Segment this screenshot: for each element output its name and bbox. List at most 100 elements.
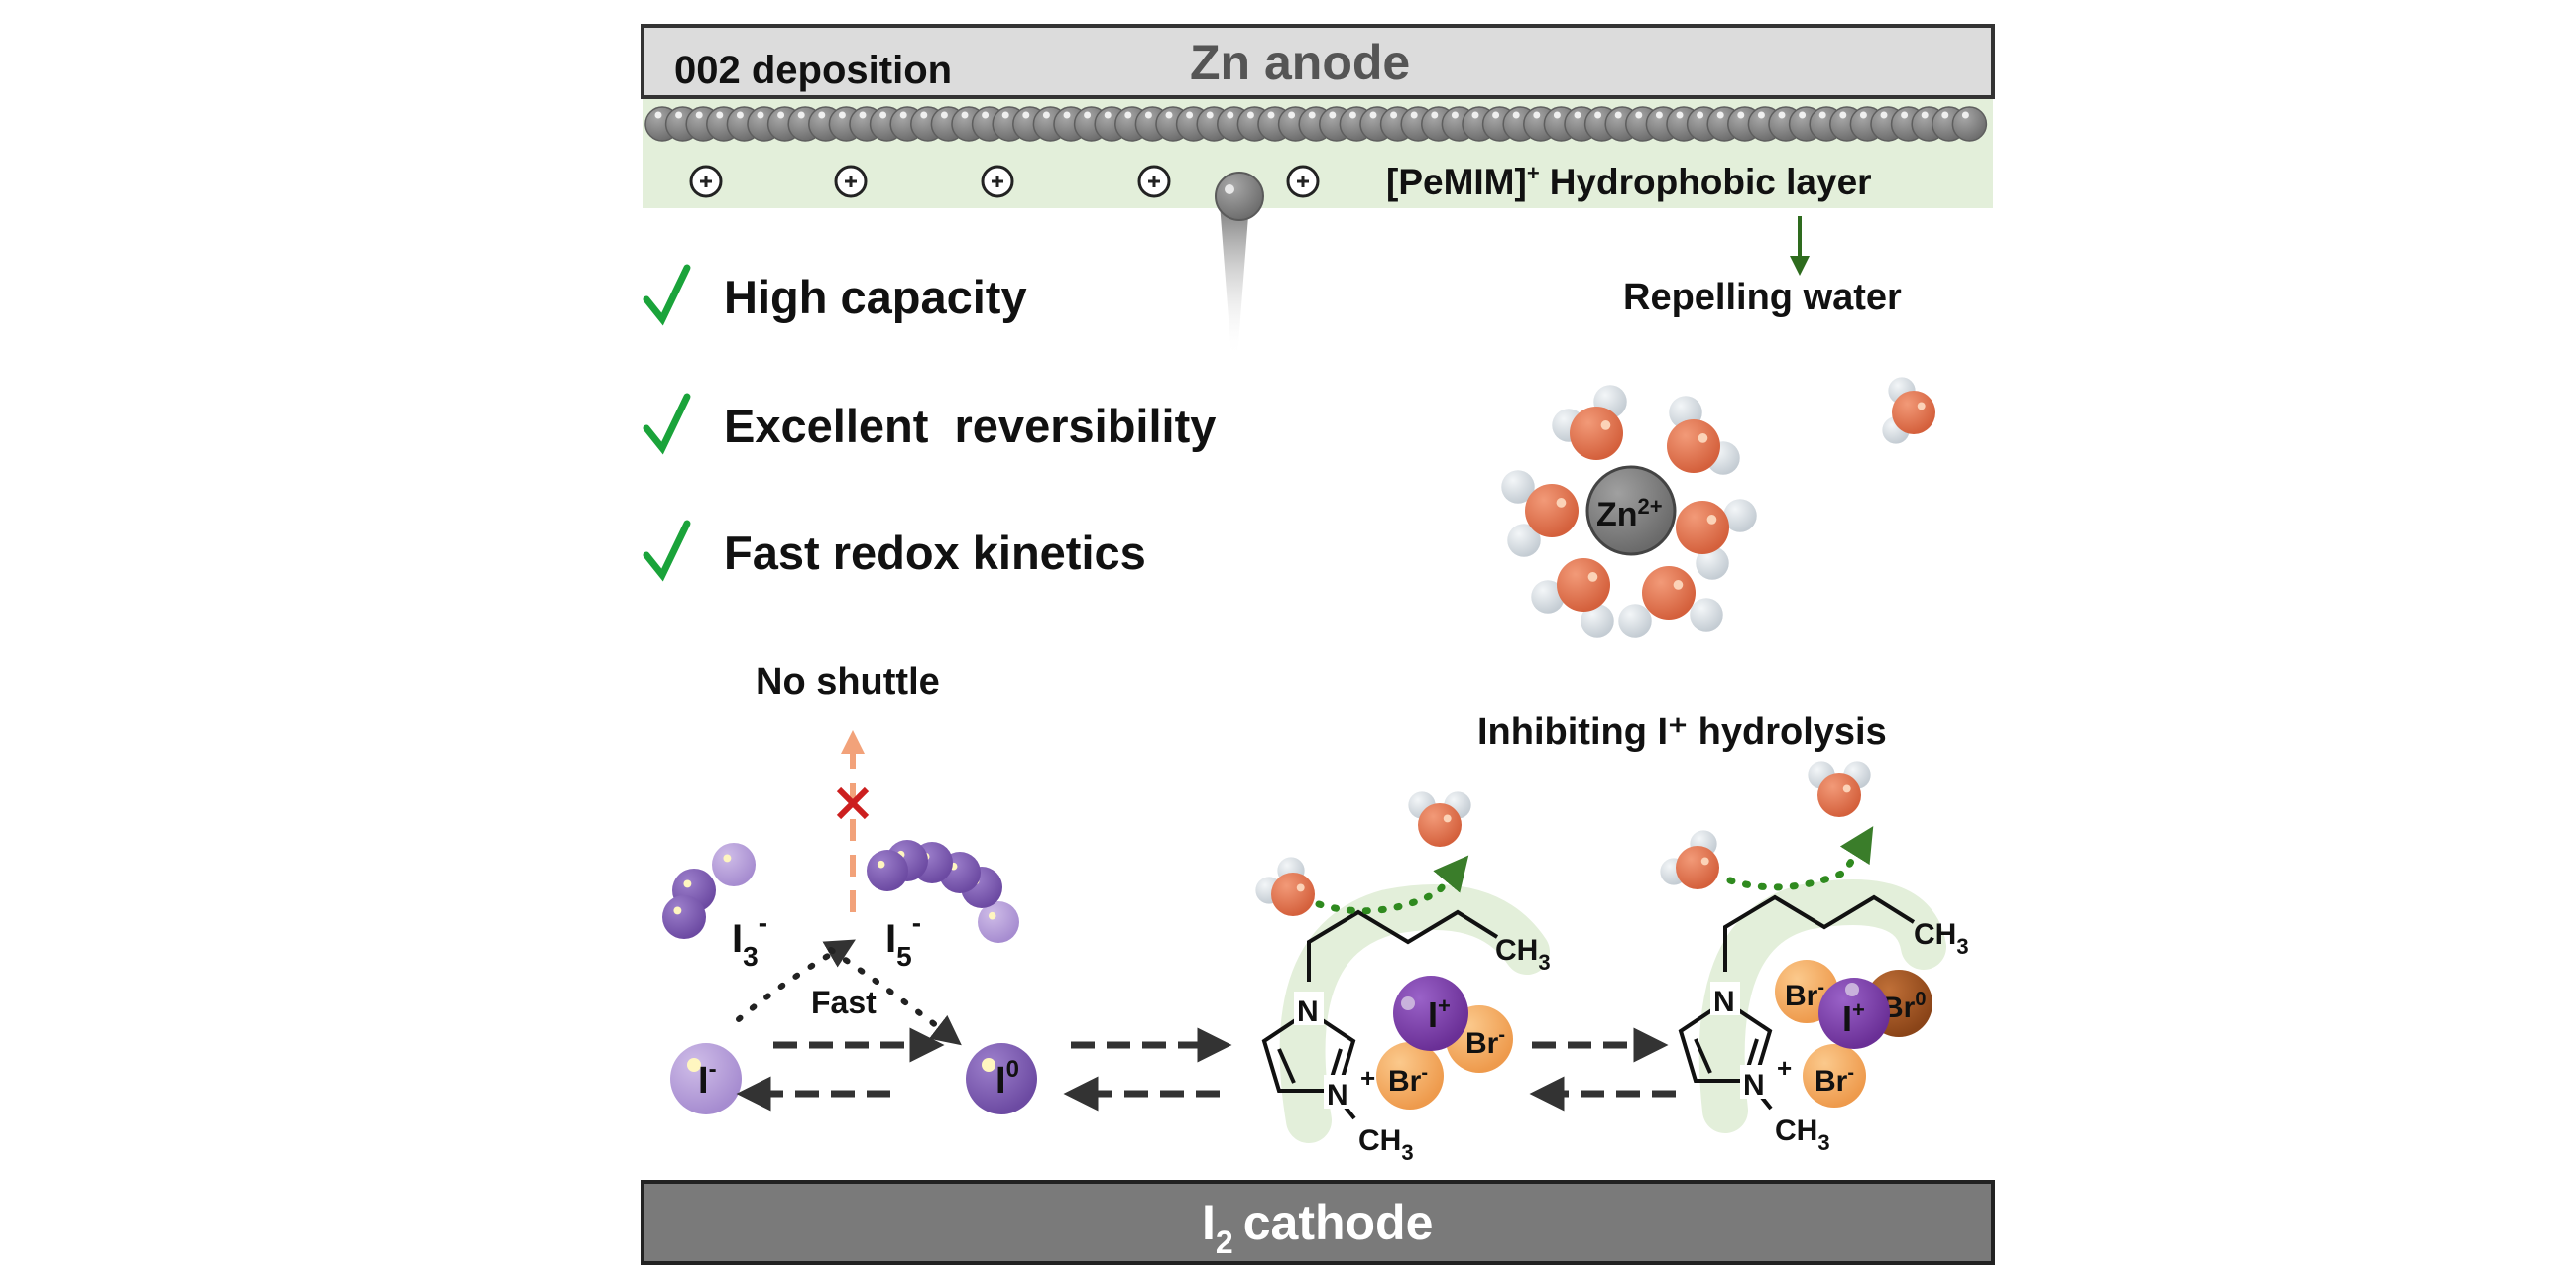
zn-atom-highlight <box>1390 111 1398 119</box>
svg-text:N: N <box>1297 995 1319 1028</box>
benefit-item: High capacity <box>643 264 1027 326</box>
zn-atom-highlight <box>797 111 805 119</box>
zn-atom-highlight <box>736 111 744 119</box>
zn-atom-highlight <box>1267 111 1275 119</box>
water-repel-arrow <box>1726 826 1874 891</box>
bromide-atom: Br- <box>1376 1042 1444 1110</box>
hydrogen-atom <box>1501 470 1535 504</box>
zn-atom <box>1951 106 1988 142</box>
zn-atom-highlight <box>1716 111 1724 119</box>
shuttle-arrow <box>836 730 870 912</box>
plus-charge-icon <box>689 165 723 198</box>
fast-label: Fast <box>811 985 877 1020</box>
oxygen-highlight <box>1296 883 1305 892</box>
svg-text:CH3: CH3 <box>1358 1124 1414 1165</box>
iodine-atom: I0 <box>966 1043 1037 1114</box>
svg-text:N: N <box>1327 1079 1348 1112</box>
hydrolysis-label: Inhibiting I⁺ hydrolysis <box>1477 711 1887 753</box>
oxygen-atom <box>1642 566 1696 620</box>
oxygen-atom <box>1892 391 1935 434</box>
water-molecule <box>1667 396 1740 475</box>
oxygen-highlight <box>1700 857 1709 866</box>
zn-atom-highlight <box>1697 111 1704 119</box>
svg-text:Br-: Br- <box>1785 977 1824 1012</box>
zn-atom-highlight <box>1778 111 1786 119</box>
oxygen-atom <box>1676 501 1729 554</box>
water-molecule <box>1552 385 1627 460</box>
zn-atom-highlight <box>961 111 969 119</box>
zn-atom-highlight <box>654 111 662 119</box>
zn-atom-highlight <box>1451 111 1459 119</box>
zn-atom-highlight <box>1042 111 1050 119</box>
zn-solvation-shell <box>1501 385 1757 638</box>
zn-atom-highlight <box>1308 111 1316 119</box>
water-molecule <box>1676 499 1757 580</box>
zn-atom-highlight <box>1818 111 1826 119</box>
hydrogen-atom <box>1690 598 1723 632</box>
zn-atom-highlight <box>1084 111 1092 119</box>
water-molecule <box>1408 791 1471 847</box>
hydrogen-atom <box>1723 499 1757 532</box>
water-molecule <box>1660 830 1719 889</box>
oxygen-highlight <box>1842 784 1851 793</box>
zn-atom-highlight <box>716 111 724 119</box>
water-repel-arrow <box>1315 855 1469 915</box>
oxygen-atom <box>1817 773 1861 817</box>
oxygen-highlight <box>1698 433 1708 443</box>
benefit-text: High capacity <box>724 271 1027 323</box>
iodine-atom <box>978 901 1019 943</box>
zn-atom-highlight <box>1901 111 1909 119</box>
oxygen-highlight <box>1443 814 1452 823</box>
plus-charge-icon <box>1137 165 1171 198</box>
plus-charge-icon <box>1286 165 1320 198</box>
equilibrium-arrows <box>736 1027 1676 1112</box>
hydrogen-atom <box>1531 580 1565 614</box>
zn-atom-highlight <box>1574 111 1581 119</box>
zn-atom-highlight <box>1839 111 1847 119</box>
svg-text:Br-: Br- <box>1465 1024 1505 1060</box>
zn-atom-highlight <box>1553 111 1561 119</box>
zn-atom-highlight <box>1186 111 1194 119</box>
iodine-atom-highlight <box>988 911 996 920</box>
hydrophobic-layer-label: [PeMIM]+Hydrophobic layer <box>1386 161 1872 202</box>
i3-label: I3- <box>732 907 767 972</box>
iodine-cation: I+ <box>1818 978 1890 1049</box>
oxygen-highlight <box>1556 498 1567 508</box>
hydrogen-atom <box>1581 604 1614 638</box>
bromide-atom: Br- <box>1803 1044 1866 1108</box>
oxygen-atom <box>1271 873 1315 916</box>
water-molecule <box>1255 857 1315 916</box>
repelling-water-label: Repelling water <box>1623 277 1902 318</box>
benefit-item: Fast redox kinetics <box>643 520 1146 582</box>
zn-atom-highlight <box>1410 111 1418 119</box>
hydrogen-atom <box>1507 524 1541 557</box>
iodine-atom <box>867 850 908 891</box>
oxygen-highlight <box>1600 420 1611 430</box>
zn-atom-highlight <box>1859 111 1867 119</box>
svg-text:Br-: Br- <box>1388 1062 1428 1098</box>
svg-text:I-: I- <box>698 1056 717 1102</box>
svg-text:I+: I+ <box>1428 994 1451 1035</box>
deposition-label: 002 deposition <box>674 49 952 92</box>
zn-atom-highlight <box>859 111 867 119</box>
pemim-complex-1: N N + CH3 CH3 Br- Br- I+ <box>1255 791 1551 1165</box>
hydrogen-atom <box>1696 546 1729 580</box>
i5-label: I5- <box>885 907 921 972</box>
zn-atom-highlight <box>1533 111 1541 119</box>
oxygen-highlight <box>1706 515 1717 525</box>
hydrophobic-layer: [PeMIM]+Hydrophobic layer <box>643 99 1993 208</box>
water-molecule <box>1808 761 1871 817</box>
free-water-molecule <box>1882 377 1935 444</box>
zn-atom-highlight <box>1063 111 1071 119</box>
repelling-water-indicator: Repelling water <box>1623 216 1902 318</box>
svg-text:Zn2+: Zn2+ <box>1596 494 1663 533</box>
iodine-atom-highlight <box>723 854 732 863</box>
zn-atom-highlight <box>1431 111 1439 119</box>
zn2-ion: Zn2+ <box>1585 465 1677 556</box>
zn-atom-highlight <box>1961 111 1969 119</box>
zn-atom-highlight <box>982 111 990 119</box>
oxygen-highlight <box>1587 572 1598 582</box>
cross-icon <box>836 786 870 820</box>
plus-charge-icon <box>834 165 868 198</box>
